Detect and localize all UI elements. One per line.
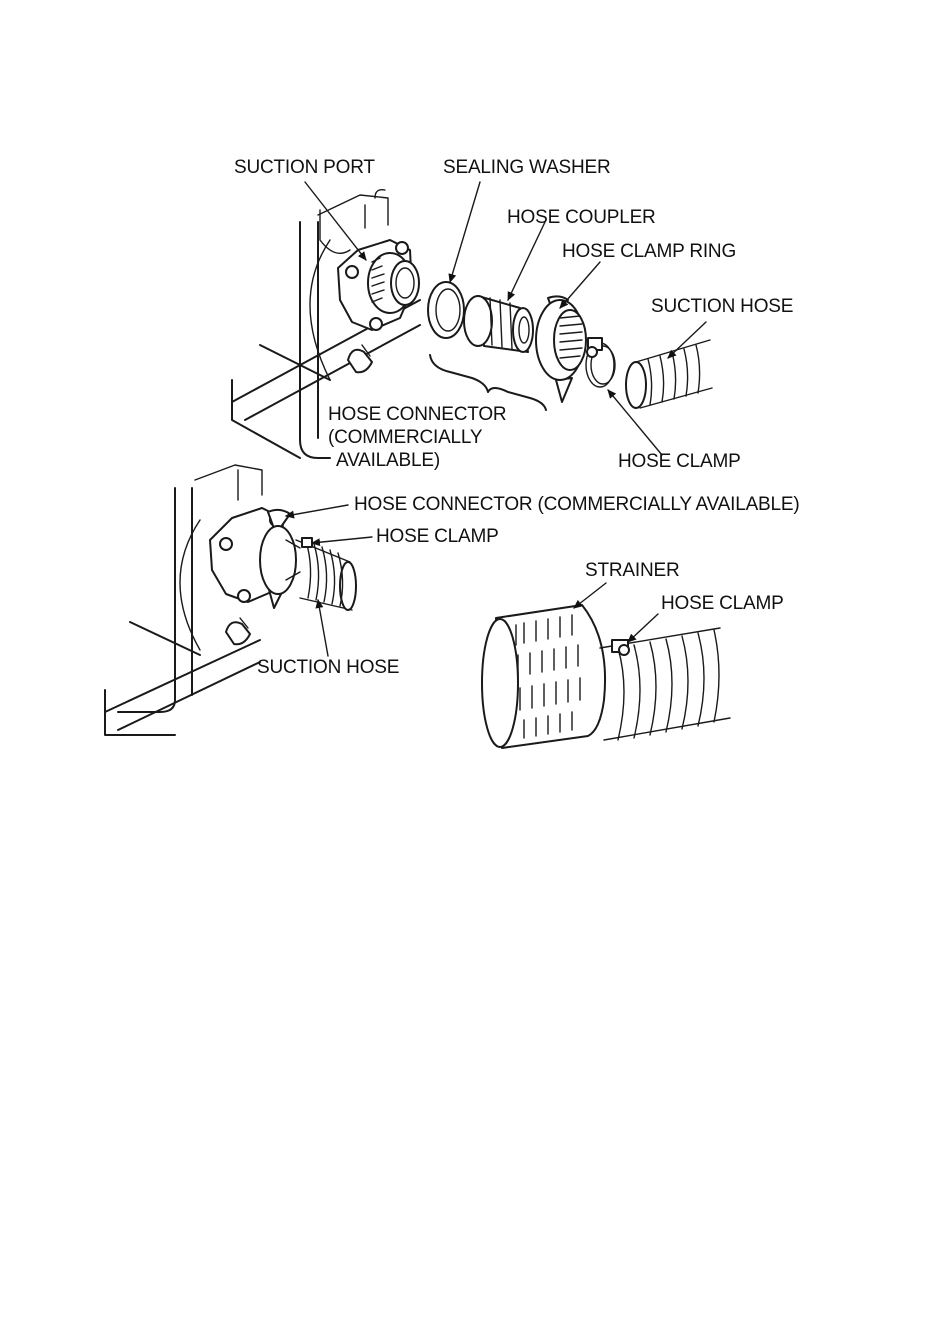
label-hose-clamp-top: HOSE CLAMP [618,451,741,472]
label-suction-port: SUCTION PORT [234,157,375,178]
label-hose-connector-top-line2: (COMMERCIALLY [328,427,483,448]
suction-hose-bottom-part [296,538,356,610]
label-hose-connector-mid: HOSE CONNECTOR (COMMERCIALLY AVAILABLE) [354,494,800,515]
hose-coupler-part [464,296,533,352]
pump-body-bottom [105,465,300,735]
label-strainer: STRAINER [585,560,679,581]
hose-connector-bracket [430,355,546,410]
label-sealing-washer: SEALING WASHER [443,157,611,178]
sealing-washer-part [428,282,464,338]
label-hose-clamp-ring: HOSE CLAMP RING [562,241,736,262]
label-hose-clamp-strainer: HOSE CLAMP [661,593,784,614]
strainer-hose-part [600,628,730,740]
leader-lines-mid [286,505,372,656]
label-hose-clamp-mid: HOSE CLAMP [376,526,499,547]
hose-clamp-ring-part [536,296,586,402]
label-hose-connector-top-line3: AVAILABLE) [336,450,440,471]
label-hose-connector-top-line1: HOSE CONNECTOR [328,404,506,425]
label-suction-hose-top: SUCTION HOSE [651,296,793,317]
label-suction-hose-bottom: SUCTION HOSE [257,657,399,678]
suction-hose-top-part [626,340,712,408]
strainer-part [482,605,605,748]
label-hose-coupler: HOSE COUPLER [507,207,656,228]
hose-clamp-part-top [586,338,615,387]
